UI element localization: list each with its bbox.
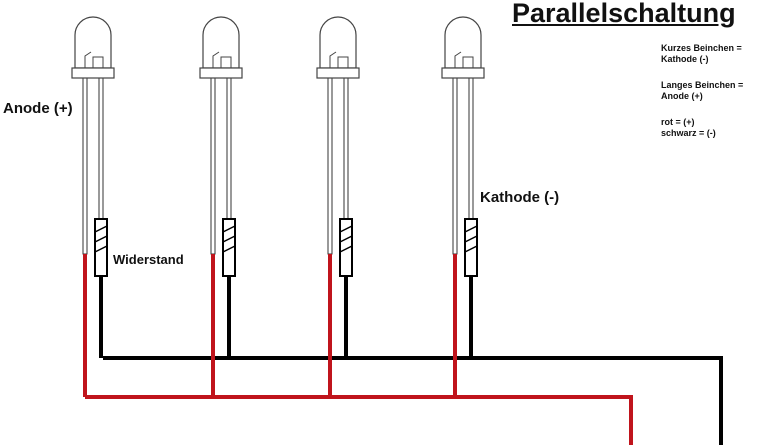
resistor-band: [222, 225, 236, 233]
legend-long-leg: Langes Beinchen = Anode (+): [661, 80, 743, 102]
resistor-band: [94, 245, 108, 253]
led-dome: [74, 16, 112, 69]
resistor-band: [94, 225, 108, 233]
led-flange: [441, 67, 485, 79]
led-flange: [199, 67, 243, 79]
resistor-band: [222, 245, 236, 253]
legend-short-leg: Kurzes Beinchen = Kathode (-): [661, 43, 742, 65]
resistor-band: [339, 245, 353, 253]
resistor-band: [464, 235, 478, 243]
kathode-label: Kathode (-): [480, 189, 560, 206]
led-die: [212, 51, 232, 68]
anode-leg: [82, 77, 88, 255]
resistor-band: [339, 235, 353, 243]
anode-leg: [452, 77, 458, 255]
led-4: [441, 16, 485, 397]
led-dome: [202, 16, 240, 69]
resistor-band: [222, 235, 236, 243]
led-2: [199, 16, 243, 397]
cathode-leg: [468, 77, 474, 221]
legend-text: Kurzes Beinchen =: [661, 43, 742, 53]
legend-text: Langes Beinchen =: [661, 80, 744, 90]
anode-label: Anode (+): [3, 100, 73, 117]
cathode-leg: [226, 77, 232, 221]
led-dome: [319, 16, 357, 69]
legend-text: Kathode (-): [661, 54, 709, 64]
resistor-band: [94, 235, 108, 243]
resistor-band: [339, 225, 353, 233]
legend-text: rot = (+): [661, 117, 695, 127]
legend-colors: rot = (+) schwarz = (-): [661, 117, 716, 139]
led-1: [71, 16, 115, 397]
legend-text: schwarz = (-): [661, 128, 716, 138]
led-die: [84, 51, 104, 68]
resistor-band: [464, 225, 478, 233]
led-dome: [444, 16, 482, 69]
led-die: [454, 51, 474, 68]
positive-bus-wire: [85, 395, 633, 445]
negative-bus-wire: [103, 356, 723, 445]
anode-leg: [327, 77, 333, 255]
cathode-leg: [98, 77, 104, 221]
led-die: [329, 51, 349, 68]
led-3: [316, 16, 360, 397]
cathode-leg: [343, 77, 349, 221]
widerstand-label: Widerstand: [113, 252, 184, 267]
anode-leg: [210, 77, 216, 255]
led-flange: [316, 67, 360, 79]
legend-text: Anode (+): [661, 91, 703, 101]
led-flange: [71, 67, 115, 79]
diagram-title: Parallelschaltung: [512, 0, 736, 28]
resistor-band: [464, 245, 478, 253]
